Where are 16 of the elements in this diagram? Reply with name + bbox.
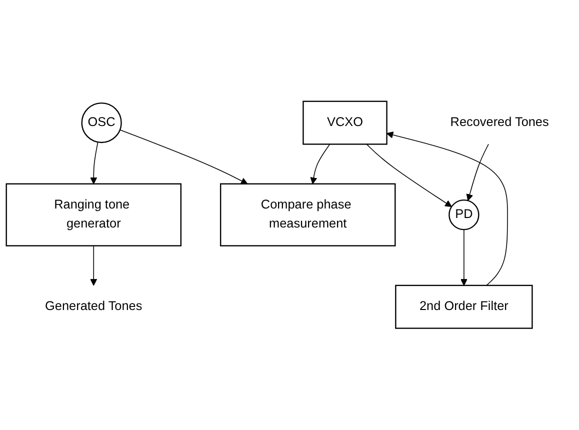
node-box: VCXO [302,100,388,145]
node-box: Compare phase measurement [220,183,396,247]
arrow [310,144,330,184]
arrow [386,132,508,286]
arrow [120,130,248,184]
arrow [366,144,452,208]
arrow [460,229,468,286]
node-box: 2nd Order Filter [395,285,533,330]
node-box: Ranging tone generator [6,183,182,247]
arrow [90,142,98,184]
node-text: Recovered Tones [450,116,549,130]
node-circle: PD [448,200,480,230]
node-circle: OSC [81,102,122,144]
arrow [90,246,98,286]
node-text: Generated Tones [45,300,142,314]
arrow [466,144,489,202]
